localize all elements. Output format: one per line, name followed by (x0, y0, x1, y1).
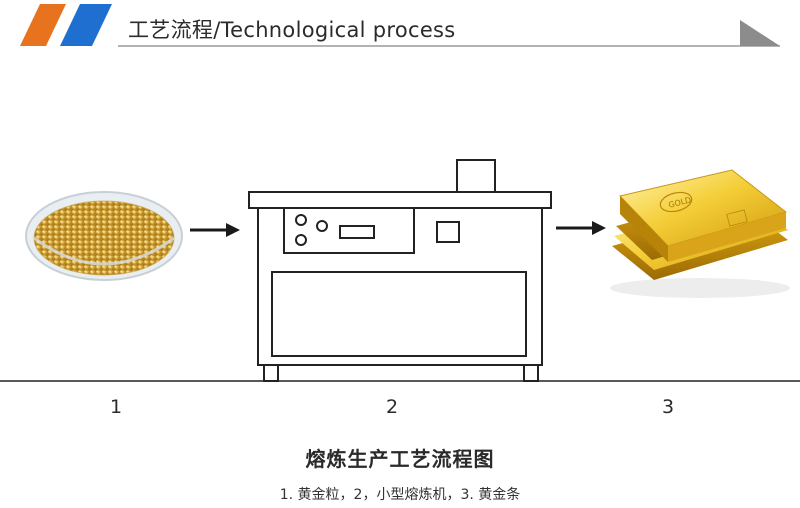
gold-granules-dish-icon (25, 191, 183, 281)
diagram-caption: 1. 黄金粒，2，小型熔炼机，3. 黄金条 (279, 487, 521, 503)
step-number-3: 3 (661, 396, 675, 418)
section-header: 工艺流程/Technological process (0, 0, 800, 60)
blue-stripe-icon (60, 4, 112, 46)
step-number-1: 1 (109, 396, 123, 418)
header-decoration (20, 4, 780, 47)
step-number-2: 2 (385, 396, 399, 418)
arrow-right-icon (556, 221, 606, 235)
header-title: 工艺流程/Technological process (128, 18, 456, 42)
gold-bars-icon: GOLD (610, 169, 790, 298)
arrow-right-icon (190, 223, 240, 237)
diagram-title: 熔炼生产工艺流程图 (305, 447, 495, 471)
corner-triangle-icon (740, 20, 780, 46)
melting-furnace-icon (248, 159, 552, 382)
orange-stripe-icon (20, 4, 66, 46)
